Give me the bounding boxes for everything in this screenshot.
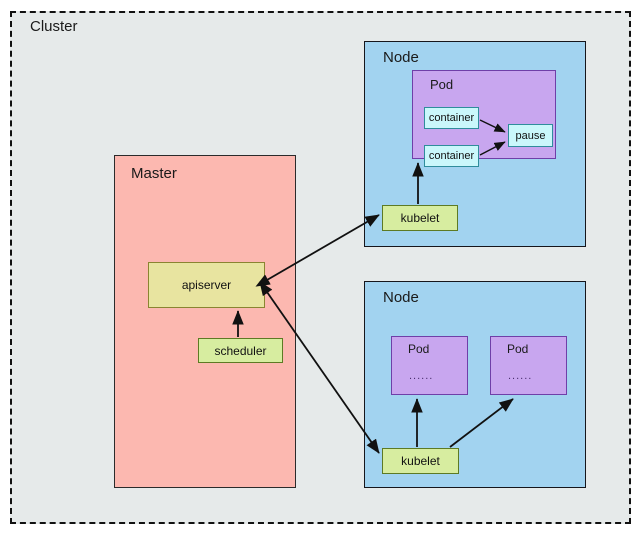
- container-box-2: container: [424, 145, 479, 167]
- pod-bottom-left-container: [391, 336, 468, 395]
- kubelet-bottom-box: kubelet: [382, 448, 459, 474]
- master-container: [114, 155, 296, 488]
- kubelet-top-box: kubelet: [382, 205, 458, 231]
- pause-box: pause: [508, 124, 553, 147]
- container-box-1: container: [424, 107, 479, 129]
- pod-bottom-right-container: [490, 336, 567, 395]
- scheduler-box: scheduler: [198, 338, 283, 363]
- apiserver-box: apiserver: [148, 262, 265, 308]
